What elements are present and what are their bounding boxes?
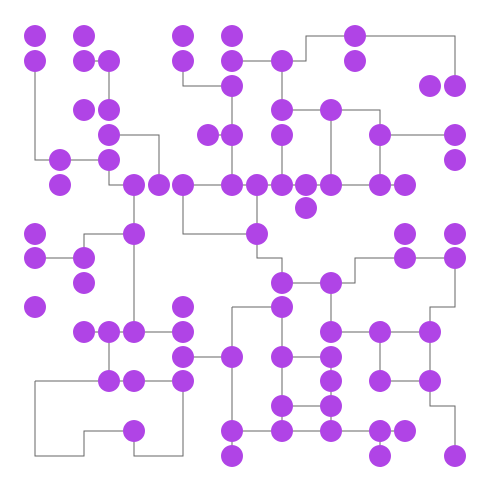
graph-node	[271, 420, 293, 442]
graph-node	[271, 296, 293, 318]
graph-node	[221, 420, 243, 442]
graph-edge	[331, 257, 455, 284]
graph-node	[369, 420, 391, 442]
graph-edge	[34, 61, 60, 161]
graph-node	[369, 321, 391, 343]
graph-node	[98, 124, 120, 146]
graph-node	[221, 346, 243, 368]
graph-node	[172, 321, 194, 343]
graph-node	[49, 174, 71, 196]
graph-node	[271, 395, 293, 417]
graph-edge	[429, 381, 456, 456]
graph-edge	[429, 258, 456, 332]
graph-node	[221, 75, 243, 97]
graph-edge	[256, 234, 283, 283]
graph-node	[98, 321, 120, 343]
graph-node	[49, 149, 71, 171]
graph-node	[344, 50, 366, 72]
graph-node	[444, 75, 466, 97]
graph-node	[369, 174, 391, 196]
graph-node	[271, 174, 293, 196]
graph-node	[320, 395, 342, 417]
graph-node	[172, 174, 194, 196]
graph-edge	[355, 35, 456, 86]
graph-node	[221, 50, 243, 72]
graph-node	[344, 25, 366, 47]
graph-node	[394, 247, 416, 269]
graph-node	[419, 321, 441, 343]
graph-node	[320, 370, 342, 392]
graph-node	[73, 247, 95, 269]
graph-node	[444, 124, 466, 146]
graph-node	[172, 370, 194, 392]
graph-node	[295, 197, 317, 219]
graph-node	[123, 223, 145, 245]
graph-node	[172, 25, 194, 47]
graph-node	[24, 25, 46, 47]
graph-node	[73, 272, 95, 294]
graph-node	[271, 272, 293, 294]
graph-node	[123, 420, 145, 442]
node-layer	[24, 25, 466, 467]
graph-node	[24, 223, 46, 245]
graph-node	[271, 99, 293, 121]
graph-node	[73, 25, 95, 47]
graph-node	[320, 174, 342, 196]
graph-node	[24, 296, 46, 318]
graph-node	[172, 296, 194, 318]
graph-node	[98, 370, 120, 392]
graph-node	[221, 174, 243, 196]
graph-node	[246, 223, 268, 245]
graph-node	[123, 174, 145, 196]
graph-node	[320, 272, 342, 294]
graph-node	[419, 75, 441, 97]
graph-node	[172, 50, 194, 72]
graph-node	[271, 124, 293, 146]
graph-node	[320, 346, 342, 368]
graph-node	[73, 50, 95, 72]
graph-node	[123, 321, 145, 343]
graph-node	[197, 124, 219, 146]
graph-edge	[182, 185, 257, 235]
graph-edge	[34, 381, 134, 457]
graph-node	[320, 99, 342, 121]
graph-node	[444, 223, 466, 245]
graph-node	[221, 25, 243, 47]
graph-edge	[282, 35, 355, 62]
graph-node	[444, 445, 466, 467]
graph-node	[394, 174, 416, 196]
graph-node	[73, 321, 95, 343]
graph-node	[271, 346, 293, 368]
graph-node	[394, 223, 416, 245]
graph-node	[320, 420, 342, 442]
graph-node	[271, 50, 293, 72]
graph-edge	[109, 134, 160, 185]
graph-node	[320, 321, 342, 343]
graph-node	[246, 174, 268, 196]
graph-node	[394, 420, 416, 442]
graph-node	[369, 124, 391, 146]
edge-layer	[34, 35, 456, 457]
graph-edge	[133, 381, 184, 457]
graph-node	[98, 99, 120, 121]
graph-node	[419, 370, 441, 392]
graph-node	[444, 149, 466, 171]
graph-edge	[331, 109, 455, 136]
graph-node	[148, 174, 170, 196]
graph-node	[221, 445, 243, 467]
graph-node	[172, 346, 194, 368]
graph-node	[369, 445, 391, 467]
graph-node	[73, 99, 95, 121]
graph-node	[444, 247, 466, 269]
graph-node	[221, 124, 243, 146]
graph-node	[98, 50, 120, 72]
graph-node	[369, 370, 391, 392]
graph-node	[24, 50, 46, 72]
graph-node	[123, 370, 145, 392]
graph-node	[24, 247, 46, 269]
graph-node	[98, 149, 120, 171]
graph-node	[295, 174, 317, 196]
